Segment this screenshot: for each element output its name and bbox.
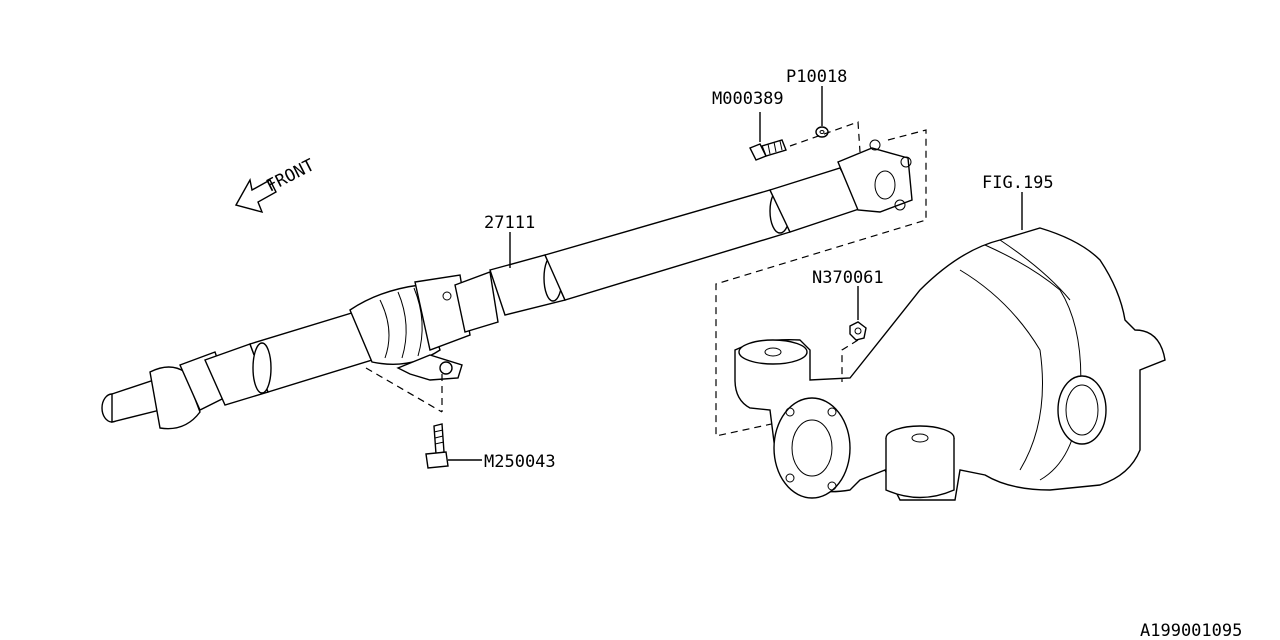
front-arrow-icon <box>234 178 277 214</box>
washer-top-label: P10018 <box>786 67 847 87</box>
fig-ref-label: FIG.195 <box>982 173 1054 193</box>
bolt-bottom-label: M250043 <box>484 452 556 472</box>
bolt-top-label: M000389 <box>712 89 784 109</box>
propeller-shaft <box>101 139 913 430</box>
assembly-dash-bracket-a <box>365 367 443 413</box>
nut-icon <box>849 321 867 341</box>
front-label: FRONT <box>263 155 318 196</box>
assembly-dash-nut <box>841 339 859 382</box>
washer-top-icon <box>815 126 829 138</box>
assembly-dash-top <box>789 121 861 153</box>
bolt-bottom-icon <box>425 423 449 469</box>
bolt-top-icon <box>749 139 787 161</box>
nut-label: N370061 <box>812 268 884 288</box>
diagram-id: A199001095 <box>1140 621 1242 640</box>
shaft-part-label: 27111 <box>484 213 535 233</box>
rear-differential <box>734 227 1166 501</box>
